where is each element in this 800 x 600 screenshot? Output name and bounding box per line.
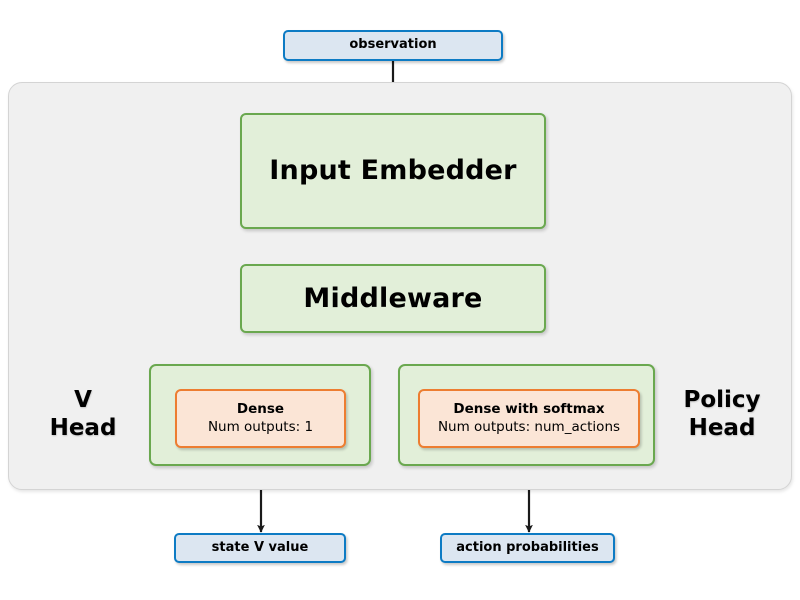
policy-head-dense-subtitle: Num outputs: num_actions — [437, 418, 621, 435]
input-embedder-label: Input Embedder — [269, 155, 517, 187]
middleware-node[interactable]: Middleware — [240, 264, 546, 333]
policy-head-caption-line2: Head — [688, 415, 756, 441]
v-head-dense-title: Dense — [236, 400, 285, 417]
middleware-label: Middleware — [303, 282, 483, 314]
state-v-value-node[interactable]: state V value — [174, 533, 346, 563]
v-head-dense-node[interactable]: Dense Num outputs: 1 — [175, 389, 346, 448]
observation-node[interactable]: observation — [283, 30, 503, 61]
policy-head-dense-title: Dense with softmax — [453, 400, 605, 417]
action-probabilities-label: action probabilities — [456, 539, 599, 555]
policy-head-caption: Policy Head — [666, 383, 778, 445]
input-embedder-node[interactable]: Input Embedder — [240, 113, 546, 229]
v-head-caption-line2: Head — [49, 415, 117, 441]
v-head-caption-line1: V — [74, 386, 92, 413]
v-head-caption: V Head — [28, 383, 138, 445]
v-head-dense-subtitle: Num outputs: 1 — [207, 418, 314, 435]
policy-head-caption-line1: Policy — [683, 386, 761, 413]
action-probabilities-node[interactable]: action probabilities — [440, 533, 615, 563]
policy-head-dense-node[interactable]: Dense with softmax Num outputs: num_acti… — [418, 389, 640, 448]
state-v-value-label: state V value — [211, 539, 309, 555]
observation-label: observation — [349, 37, 437, 53]
